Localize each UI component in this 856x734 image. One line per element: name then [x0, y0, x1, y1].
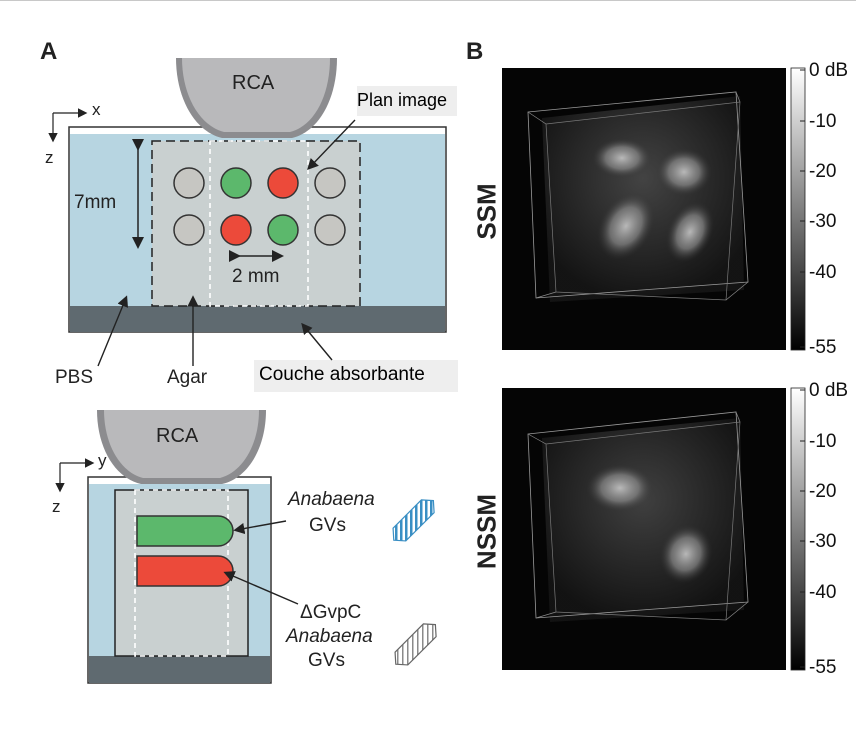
pbs-label: PBS — [55, 367, 94, 388]
mutant-prefix-label: ΔGvpC — [300, 602, 362, 623]
cb-bottom-tick-1: -10 — [809, 431, 837, 452]
green-channel — [136, 515, 234, 547]
agar-label: Agar — [167, 367, 208, 388]
cb-top-tick-4: -40 — [809, 262, 837, 283]
cb-top-tick-2: -20 — [809, 161, 837, 182]
bottom-diagram — [55, 410, 437, 684]
transducer-label-bottom: RCA — [156, 425, 199, 447]
colorbar-ssm — [790, 67, 806, 351]
mutant-species-label: Anabaena — [286, 626, 373, 647]
cb-top-tick-0: 0 dB — [809, 60, 849, 81]
top-diagram — [48, 58, 458, 392]
panel-letter-b: B — [466, 38, 484, 65]
axis-x-label: x — [92, 100, 101, 119]
image-plane — [209, 140, 309, 307]
gv-species-label: Anabaena — [288, 489, 375, 510]
top-border — [0, 0, 856, 1]
cb-top-tick-3: -30 — [809, 211, 837, 232]
cb-bottom-tick-4: -40 — [809, 582, 837, 603]
spacing-label: 2 mm — [232, 266, 280, 287]
axis-z-label-bottom: z — [52, 497, 61, 516]
depth-label: 7mm — [74, 192, 117, 213]
plane-label: Plan image — [357, 90, 448, 110]
cb-top-tick-1: -10 — [809, 111, 837, 132]
transducer-body — [182, 58, 330, 132]
cb-bottom-tick-0: 0 dB — [809, 380, 849, 401]
row-label-ssm: SSM — [471, 183, 502, 240]
absorber-label: Couche absorbante — [259, 364, 425, 385]
cb-bottom-tick-5: -55 — [809, 657, 837, 678]
axis-z-label-top: z — [45, 148, 54, 167]
cb-bottom-tick-2: -20 — [809, 481, 837, 502]
panel-letter-a: A — [40, 38, 58, 65]
absorber-layer — [70, 306, 445, 332]
nssm-image — [502, 388, 786, 670]
cb-top-tick-5: -55 — [809, 337, 837, 358]
mutant-suffix-label: GVs — [308, 650, 345, 671]
ssm-image — [502, 68, 786, 350]
cb-bottom-tick-3: -30 — [809, 531, 837, 552]
gv-suffix-label: GVs — [309, 515, 346, 536]
axis-y-label: y — [98, 451, 107, 470]
colorbar-nssm — [790, 387, 806, 671]
transducer-label-top: RCA — [232, 72, 275, 94]
row-label-nssm: NSSM — [471, 493, 502, 570]
